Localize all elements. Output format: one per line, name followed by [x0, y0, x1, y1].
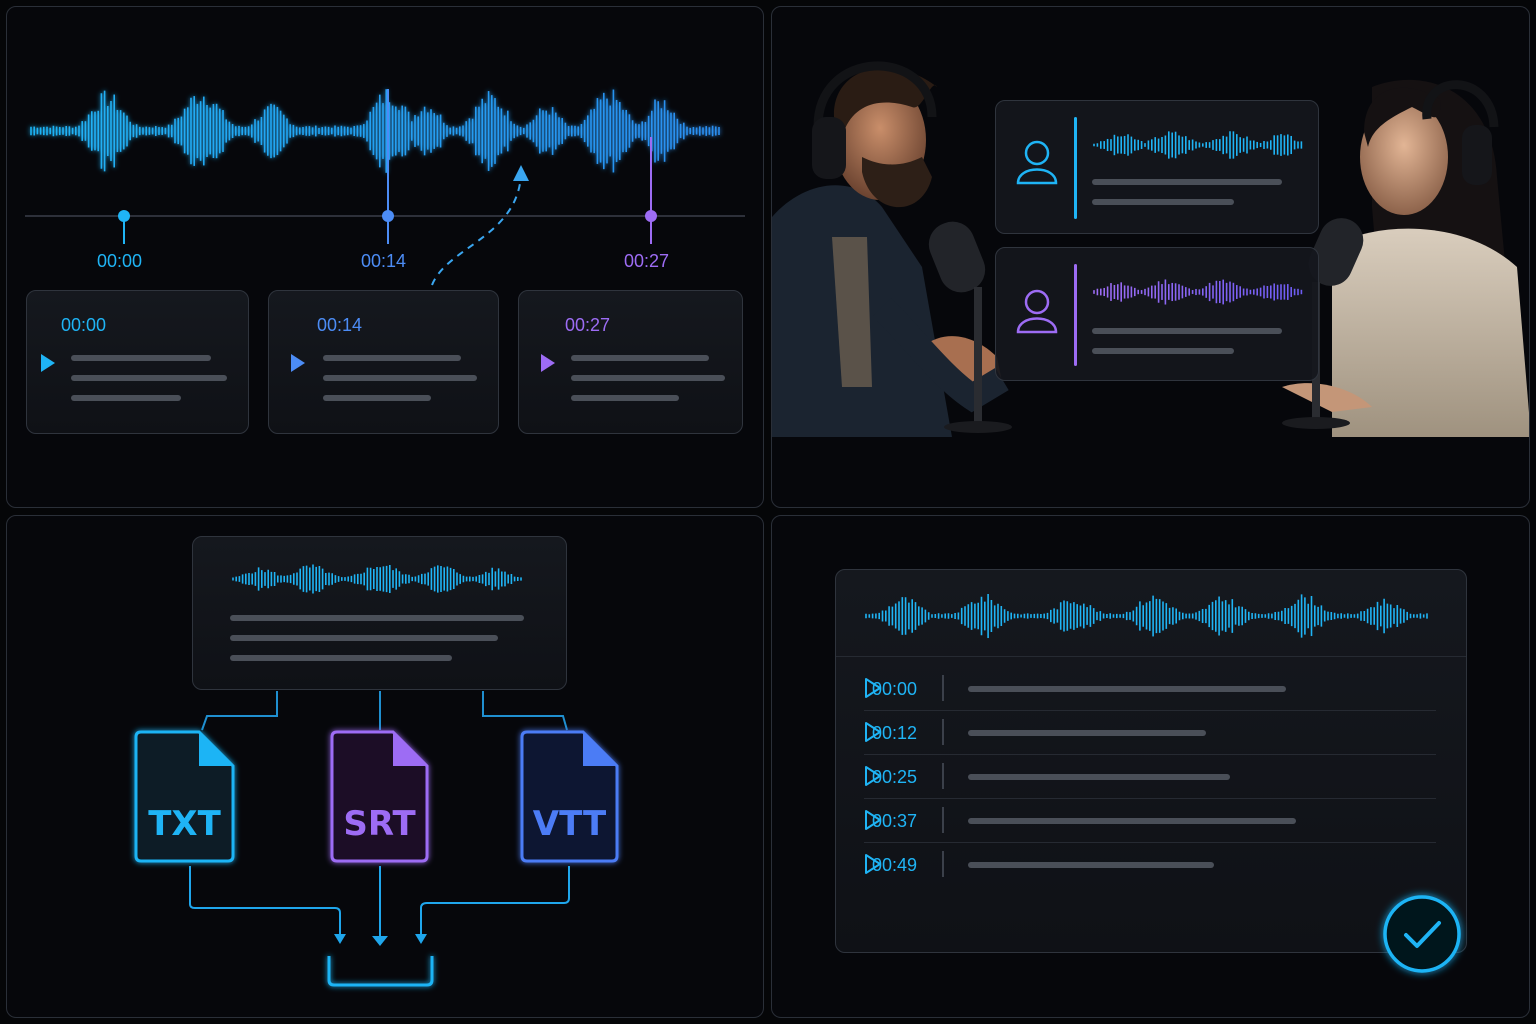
play-icon[interactable] [864, 809, 884, 831]
segment-card-2[interactable]: 00:27 [518, 290, 743, 434]
person-icon [1016, 289, 1058, 334]
transcript-waveform[interactable] [864, 588, 1444, 648]
row-time: 00:25 [872, 767, 918, 787]
text-placeholder [323, 355, 461, 361]
row-separator [942, 851, 944, 877]
speaker-panel [771, 6, 1530, 508]
speaker-accent-line [1074, 117, 1077, 219]
text-placeholder [571, 395, 679, 401]
export-flow-lines [134, 691, 619, 987]
divider [836, 656, 1466, 657]
host-man-illustration [772, 61, 1009, 437]
text-placeholder [71, 355, 211, 361]
play-icon[interactable] [864, 721, 884, 743]
play-icon[interactable] [41, 354, 57, 372]
format-label-vtt: VTT [532, 804, 607, 844]
timeline-graphics [25, 89, 745, 286]
main-waveform[interactable] [30, 89, 720, 173]
marker-dot-2[interactable] [645, 210, 657, 222]
play-icon[interactable] [541, 354, 557, 372]
microphone-left [928, 221, 1012, 433]
transcript-row[interactable]: 00:49 [864, 843, 1436, 887]
text-placeholder [1092, 348, 1234, 354]
tray-icon[interactable] [327, 956, 434, 987]
marker-time-2: 00:27 [624, 251, 670, 271]
source-transcript-card[interactable] [192, 536, 567, 690]
row-separator [942, 675, 944, 701]
row-separator [942, 763, 944, 789]
person-icon [1016, 140, 1058, 185]
speaker-accent-line [1074, 264, 1077, 366]
link-arrow [431, 174, 522, 286]
format-label-srt: SRT [343, 804, 416, 844]
transcript-row[interactable]: 00:37 [864, 799, 1436, 843]
marker-dot-1[interactable] [382, 210, 394, 222]
transcript-card: 00:00 00:12 00:25 00:37 [835, 569, 1467, 953]
text-placeholder [230, 635, 498, 641]
text-placeholder [1092, 199, 1234, 205]
marker-time-0: 00:00 [97, 251, 143, 271]
format-label-txt: TXT [148, 804, 221, 844]
marker-time-1: 00:14 [361, 251, 407, 271]
file-icon-txt[interactable] [134, 730, 235, 863]
host-woman-illustration [1282, 79, 1529, 437]
text-placeholder [71, 395, 181, 401]
text-placeholder [571, 375, 725, 381]
play-icon[interactable] [864, 765, 884, 787]
export-panel: TXT SRT VTT [6, 515, 764, 1018]
row-time: 00:49 [872, 855, 918, 875]
transcript-panel: 00:00 00:12 00:25 00:37 [771, 515, 1530, 1018]
speaker-waveform [1093, 279, 1303, 305]
row-time: 00:37 [872, 811, 918, 831]
podcast-scene [772, 61, 1529, 437]
text-placeholder [71, 375, 227, 381]
text-placeholder [230, 655, 452, 661]
text-placeholder [968, 862, 1214, 868]
text-placeholder [1092, 328, 1282, 334]
text-placeholder [323, 395, 431, 401]
arrowhead-icon [513, 165, 529, 181]
row-time: 00:12 [872, 723, 918, 743]
text-placeholder [571, 355, 709, 361]
segment-time: 00:14 [317, 315, 363, 335]
text-placeholder [1092, 179, 1282, 185]
row-separator [942, 807, 944, 833]
transcript-row[interactable]: 00:00 [864, 667, 1436, 711]
transcript-row[interactable]: 00:25 [864, 755, 1436, 799]
text-placeholder [968, 774, 1230, 780]
text-placeholder [968, 730, 1206, 736]
file-icon-srt[interactable] [330, 730, 429, 863]
play-icon[interactable] [291, 354, 307, 372]
text-placeholder [968, 686, 1286, 692]
file-icon-vtt[interactable] [520, 730, 619, 863]
transcript-row[interactable]: 00:12 [864, 711, 1436, 755]
row-separator [942, 719, 944, 745]
row-time: 00:00 [872, 679, 918, 699]
text-placeholder [230, 615, 524, 621]
segment-card-1[interactable]: 00:14 [268, 290, 499, 434]
segment-time: 00:00 [61, 315, 107, 335]
text-placeholder [323, 375, 477, 381]
text-placeholder [968, 818, 1296, 824]
play-icon[interactable] [864, 853, 884, 875]
segment-card-0[interactable]: 00:00 [26, 290, 249, 434]
segment-time: 00:27 [565, 315, 611, 335]
timeline-panel: 00:00 00:14 00:27 00:00 00:14 00:27 [6, 6, 764, 508]
marker-dot-0[interactable] [118, 210, 130, 222]
speaker-waveform [1093, 131, 1303, 159]
play-icon[interactable] [864, 677, 884, 699]
speaker-card-1[interactable] [995, 247, 1319, 381]
source-waveform [232, 564, 522, 594]
checkmark-icon[interactable] [1377, 889, 1467, 979]
speaker-card-0[interactable] [995, 100, 1319, 234]
